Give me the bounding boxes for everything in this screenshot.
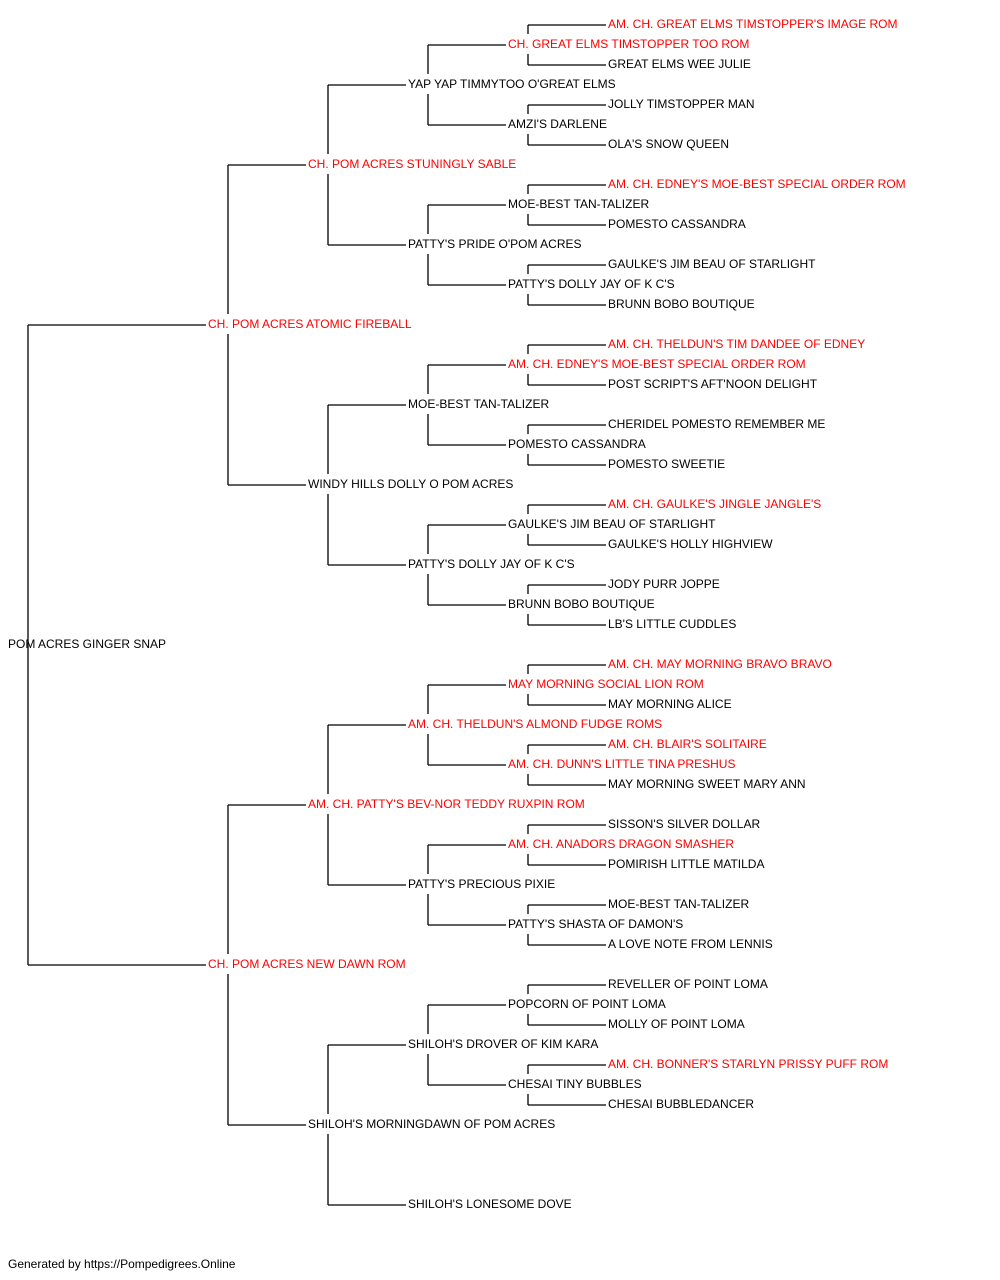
pedigree-name-gen5: AM. CH. MAY MORNING BRAVO BRAVO xyxy=(608,657,832,671)
pedigree-name-gen5: MOLLY OF POINT LOMA xyxy=(608,1017,745,1031)
pedigree-name-gen3: SHILOH'S DROVER OF KIM KARA xyxy=(408,1037,598,1051)
pedigree-name-gen3: SHILOH'S LONESOME DOVE xyxy=(408,1197,572,1211)
pedigree-name-gen4: PATTY'S SHASTA OF DAMON'S xyxy=(508,917,683,931)
pedigree-name-gen4: CHESAI TINY BUBBLES xyxy=(508,1077,642,1091)
pedigree-name-gen5: GREAT ELMS WEE JULIE xyxy=(608,57,751,71)
pedigree-name-gen5: AM. CH. GREAT ELMS TIMSTOPPER'S IMAGE RO… xyxy=(608,17,897,31)
pedigree-name-gen3: PATTY'S PRECIOUS PIXIE xyxy=(408,877,555,891)
pedigree-name-gen5: MOE-BEST TAN-TALIZER xyxy=(608,897,749,911)
pedigree-name-gen4: AM. CH. ANADORS DRAGON SMASHER xyxy=(508,837,734,851)
pedigree-name-gen5: CHESAI BUBBLEDANCER xyxy=(608,1097,754,1111)
pedigree-name-gen5: AM. CH. THELDUN'S TIM DANDEE OF EDNEY xyxy=(608,337,865,351)
pedigree-name-gen5: AM. CH. BONNER'S STARLYN PRISSY PUFF ROM xyxy=(608,1057,888,1071)
pedigree-name-gen5: LB'S LITTLE CUDDLES xyxy=(608,617,736,631)
pedigree-name-gen4: MOE-BEST TAN-TALIZER xyxy=(508,197,649,211)
pedigree-name-gen4: PATTY'S DOLLY JAY OF K C'S xyxy=(508,277,675,291)
pedigree-name-gen5: BRUNN BOBO BOUTIQUE xyxy=(608,297,755,311)
pedigree-name-gen5: GAULKE'S HOLLY HIGHVIEW xyxy=(608,537,773,551)
pedigree-name-gen2: CH. POM ACRES STUNINGLY SABLE xyxy=(308,157,516,171)
pedigree-name-gen4: CH. GREAT ELMS TIMSTOPPER TOO ROM xyxy=(508,37,749,51)
pedigree-name-gen5: MAY MORNING SWEET MARY ANN xyxy=(608,777,806,791)
pedigree-name-gen5: MAY MORNING ALICE xyxy=(608,697,732,711)
pedigree-name-gen3: PATTY'S DOLLY JAY OF K C'S xyxy=(408,557,575,571)
pedigree-name-gen4: POMESTO CASSANDRA xyxy=(508,437,646,451)
pedigree-name-gen5: JODY PURR JOPPE xyxy=(608,577,720,591)
pedigree-name-gen3: MOE-BEST TAN-TALIZER xyxy=(408,397,549,411)
pedigree-name-gen5: A LOVE NOTE FROM LENNIS xyxy=(608,937,773,951)
pedigree-name-gen5: POMESTO SWEETIE xyxy=(608,457,725,471)
pedigree-name-gen4: BRUNN BOBO BOUTIQUE xyxy=(508,597,655,611)
pedigree-name-gen0: POM ACRES GINGER SNAP xyxy=(8,637,166,651)
pedigree-name-gen5: AM. CH. EDNEY'S MOE-BEST SPECIAL ORDER R… xyxy=(608,177,906,191)
pedigree-name-gen5: GAULKE'S JIM BEAU OF STARLIGHT xyxy=(608,257,816,271)
pedigree-name-gen3: PATTY'S PRIDE O'POM ACRES xyxy=(408,237,582,251)
pedigree-name-gen1: CH. POM ACRES NEW DAWN ROM xyxy=(208,957,406,971)
pedigree-name-gen4: POPCORN OF POINT LOMA xyxy=(508,997,666,1011)
pedigree-name-gen5: POST SCRIPT'S AFT'NOON DELIGHT xyxy=(608,377,818,391)
pedigree-name-gen2: AM. CH. PATTY'S BEV-NOR TEDDY RUXPIN ROM xyxy=(308,797,585,811)
pedigree-name-gen5: REVELLER OF POINT LOMA xyxy=(608,977,768,991)
pedigree-name-gen4: MAY MORNING SOCIAL LION ROM xyxy=(508,677,704,691)
pedigree-name-gen4: AM. CH. DUNN'S LITTLE TINA PRESHUS xyxy=(508,757,735,771)
footer-credit: Generated by https://Pompedigrees.Online xyxy=(8,1257,236,1271)
pedigree-name-gen5: CHERIDEL POMESTO REMEMBER ME xyxy=(608,417,825,431)
pedigree-name-gen5: JOLLY TIMSTOPPER MAN xyxy=(608,97,754,111)
pedigree-name-gen4: GAULKE'S JIM BEAU OF STARLIGHT xyxy=(508,517,716,531)
pedigree-name-gen3: YAP YAP TIMMYTOO O'GREAT ELMS xyxy=(408,77,616,91)
pedigree-name-gen2: SHILOH'S MORNINGDAWN OF POM ACRES xyxy=(308,1117,555,1131)
pedigree-name-gen5: POMIRISH LITTLE MATILDA xyxy=(608,857,764,871)
pedigree-name-gen4: AMZI'S DARLENE xyxy=(508,117,607,131)
pedigree-name-gen3: AM. CH. THELDUN'S ALMOND FUDGE ROMS xyxy=(408,717,662,731)
pedigree-name-gen5: AM. CH. BLAIR'S SOLITAIRE xyxy=(608,737,767,751)
pedigree-name-gen5: SISSON'S SILVER DOLLAR xyxy=(608,817,760,831)
pedigree-name-gen5: OLA'S SNOW QUEEN xyxy=(608,137,729,151)
pedigree-name-gen1: CH. POM ACRES ATOMIC FIREBALL xyxy=(208,317,412,331)
pedigree-name-gen4: AM. CH. EDNEY'S MOE-BEST SPECIAL ORDER R… xyxy=(508,357,806,371)
pedigree-name-gen2: WINDY HILLS DOLLY O POM ACRES xyxy=(308,477,513,491)
pedigree-name-gen5: AM. CH. GAULKE'S JINGLE JANGLE'S xyxy=(608,497,821,511)
pedigree-name-gen5: POMESTO CASSANDRA xyxy=(608,217,746,231)
